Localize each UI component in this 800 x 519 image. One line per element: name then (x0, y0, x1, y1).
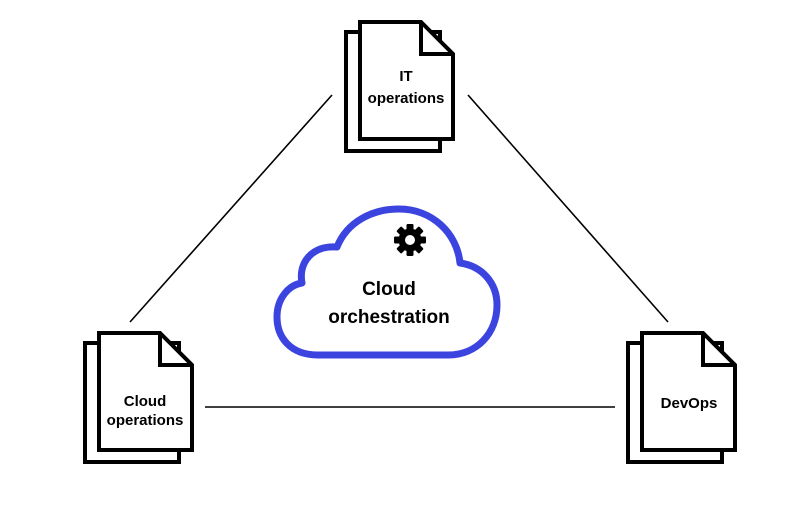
connector-it-to-cloud-ops (129, 94, 333, 323)
node-devops: DevOps (626, 331, 737, 464)
document-stack-icon (83, 331, 194, 464)
gear-icon (394, 224, 426, 256)
center-cloud-orchestration: Cloud orchestration (273, 205, 501, 359)
cloud-orchestration-label-line1: Cloud (362, 279, 416, 300)
document-stack-icon (344, 20, 455, 153)
node-cloud-operations: Cloud operations (83, 331, 194, 464)
cloud-icon (273, 205, 501, 359)
cloud-operations-label-line2: operations (107, 412, 184, 429)
it-operations-label-line2: operations (368, 90, 445, 107)
document-stack-icon (626, 331, 737, 464)
cloud-orchestration-label-line2: orchestration (328, 307, 449, 328)
connector-it-to-devops (467, 94, 669, 323)
it-operations-label-line1: IT (399, 68, 412, 85)
devops-label: DevOps (661, 395, 718, 412)
cloud-operations-label-line1: Cloud (124, 393, 167, 410)
node-it-operations: IT operations (344, 20, 455, 153)
